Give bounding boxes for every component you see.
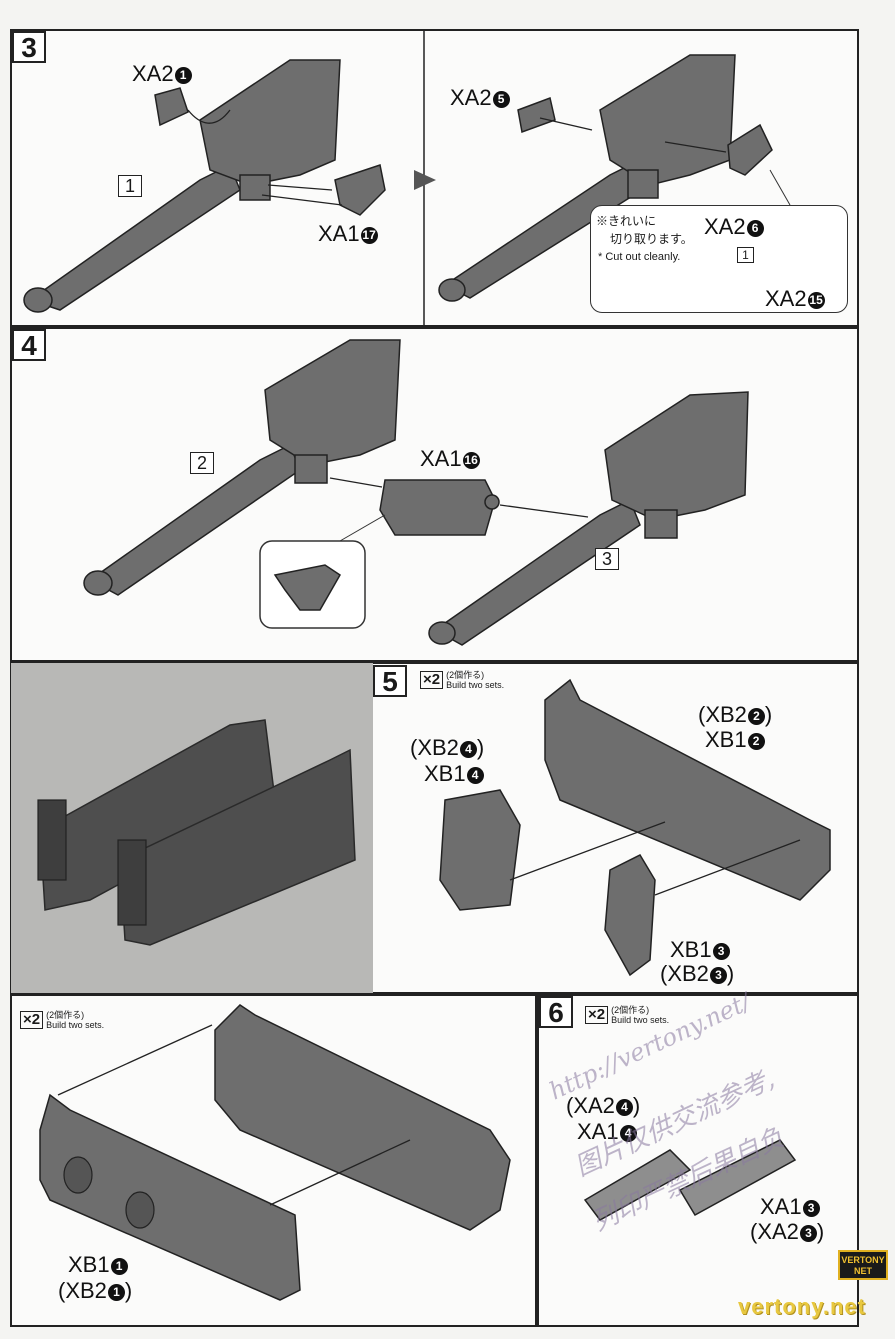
subassembly-box-2: 2 [190,452,214,474]
cut-note-jp-2: 切り取ります。 [610,232,693,246]
cut-cleanly-callout [590,205,848,313]
cut-note-jp-1: ※きれいに [596,214,657,228]
step-5b-build-two-sets: ×2(2個作る)Build two sets. [20,1010,104,1030]
part-xb1-3 [604,854,656,977]
part-xa1-4-cylinder [583,1149,692,1221]
step-6-panel [537,994,859,1327]
part-xa1-16 [379,479,496,536]
step-6-number: 6 [539,996,573,1028]
subassembly-box-3: 3 [595,548,619,570]
part-xa1-3-cylinder [678,1139,797,1217]
vertony-site-text: vertony.net [738,1294,866,1319]
part-xa2-6 [727,123,773,176]
step-6-build-two-sets: ×2(2個作る)Build two sets. [585,1005,669,1025]
vertony-logo: VERTONY NET [838,1250,888,1280]
part-xa1-17 [334,164,386,216]
subassembly-box-1: 1 [118,175,142,197]
cut-note-en: * Cut out cleanly. [598,251,681,263]
rifle-body-left [23,59,341,313]
step-5-build-two-sets: ×2(2個作る)Build two sets. [420,670,504,690]
part-xa2-1 [154,87,189,127]
part-xb1-4 [439,789,521,911]
part-xa2-5 [517,96,556,134]
note-box-1: 1 [737,247,754,263]
rifle-2-left [83,339,401,596]
rifle-3-right [428,391,749,646]
step-4-number: 4 [12,329,46,361]
part-xb1-2-frame [544,678,831,901]
step-3-number: 3 [12,31,46,63]
rifle-body-right [438,54,736,302]
part-xb1-1-cover [39,1093,301,1301]
part-xb1-2-assembly [214,1004,511,1231]
step-5-number: 5 [373,665,407,697]
